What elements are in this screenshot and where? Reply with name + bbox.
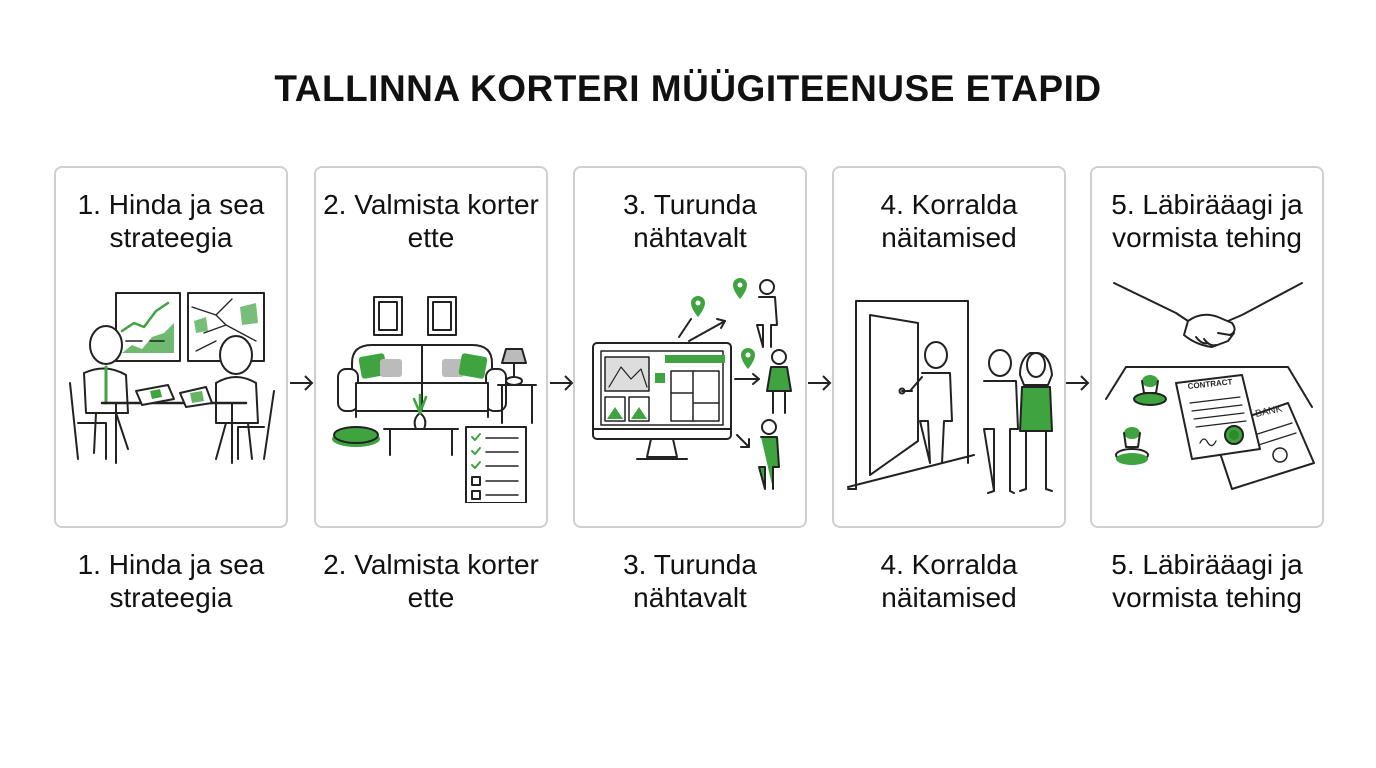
step-caption-3: 3. Turunda nähtavalt xyxy=(623,549,757,613)
step-caption-2: 2. Valmista korter ette xyxy=(323,549,539,613)
step-title-3: 3. Turunda nähtavalt xyxy=(623,189,757,253)
step-card-3: 3. Turunda nähtavalt xyxy=(573,166,807,528)
handshake-contract-illustration: BANK CONTRACT xyxy=(1105,282,1315,490)
staged-living-room-illustration xyxy=(332,296,537,503)
step-caption-4: 4. Korralda näitamised xyxy=(880,549,1018,613)
step-card-1: 1. Hinda ja sea strateegia xyxy=(54,166,288,528)
online-marketing-illustration xyxy=(592,278,792,490)
arrow-right-icon xyxy=(290,375,314,391)
step-card-2: 2. Valmista korter ette xyxy=(314,166,548,528)
meeting-strategy-illustration xyxy=(69,292,275,464)
page-title: TALLINNA KORTERI MÜÜGITEENUSE ETAPID xyxy=(274,68,1102,109)
door-viewing-illustration xyxy=(847,300,1053,494)
step-title-5: 5. Läbirääagi ja vormista tehing xyxy=(1111,189,1303,253)
step-title-4: 4. Korralda näitamised xyxy=(880,189,1018,253)
step-caption-5: 5. Läbirääagi ja vormista tehing xyxy=(1111,549,1303,613)
step-card-4: 4. Korralda näitamised xyxy=(832,166,1066,528)
arrow-right-icon xyxy=(550,375,574,391)
step-title-1: 1. Hinda ja sea strateegia xyxy=(77,189,265,253)
arrow-right-icon xyxy=(808,375,832,391)
arrow-right-icon xyxy=(1066,375,1090,391)
step-card-5: 5. Läbirääagi ja vormista tehing BANK CO… xyxy=(1090,166,1324,528)
step-caption-1: 1. Hinda ja sea strateegia xyxy=(77,549,265,613)
step-title-2: 2. Valmista korter ette xyxy=(323,189,539,253)
